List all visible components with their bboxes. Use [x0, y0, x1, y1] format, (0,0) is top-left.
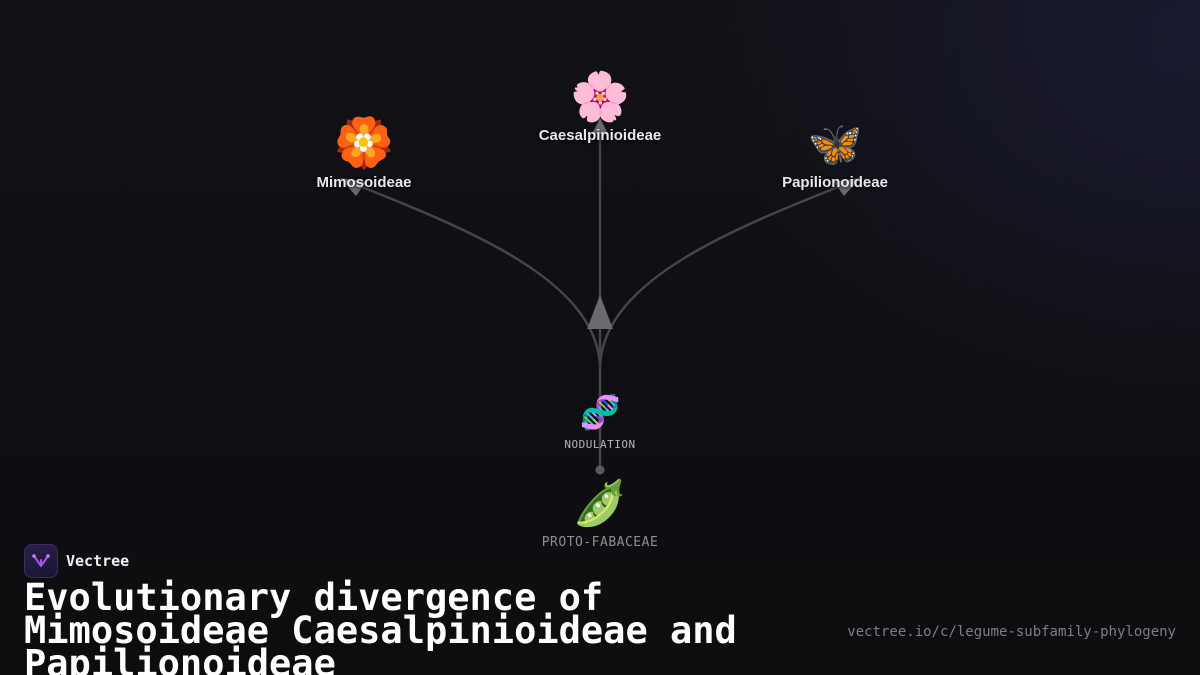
edge-mimosoideae	[350, 181, 602, 367]
dna-icon: 🧬	[579, 392, 621, 432]
event-label: NODULATION	[564, 438, 636, 451]
vectree-logo-icon	[24, 544, 58, 578]
branch-label-mimosoideae: Mimosoideae	[316, 174, 412, 191]
branch-label-caesalpinioideae: Caesalpinioideae	[538, 127, 662, 144]
tree-arrows	[340, 118, 860, 329]
page-title: Evolutionary divergence of Mimosoideae C…	[24, 576, 737, 675]
brand-name: Vectree	[66, 552, 130, 570]
rosette-flower-icon: 🏵️	[334, 115, 394, 171]
root-junction-dot	[595, 465, 605, 475]
pea-pod-icon: 🫛	[572, 478, 628, 529]
arrowhead-papilionoideae	[834, 178, 860, 196]
trunk-arrowhead	[587, 295, 613, 329]
branch-label-papilionoideae: Papilionoideae	[782, 174, 888, 191]
butterfly-icon: 🦋	[807, 119, 863, 170]
edge-papilionoideae	[598, 181, 850, 367]
brand: Vectree	[24, 544, 129, 578]
source-url[interactable]: vectree.io/c/legume-subfamily-phylogeny	[847, 624, 1176, 640]
root-label: PROTO-FABACEAE	[541, 535, 659, 550]
arrowhead-mimosoideae	[340, 178, 366, 196]
cherry-blossom-icon: 🌸	[570, 69, 630, 125]
arrowhead-caesalpinioideae	[592, 118, 608, 134]
